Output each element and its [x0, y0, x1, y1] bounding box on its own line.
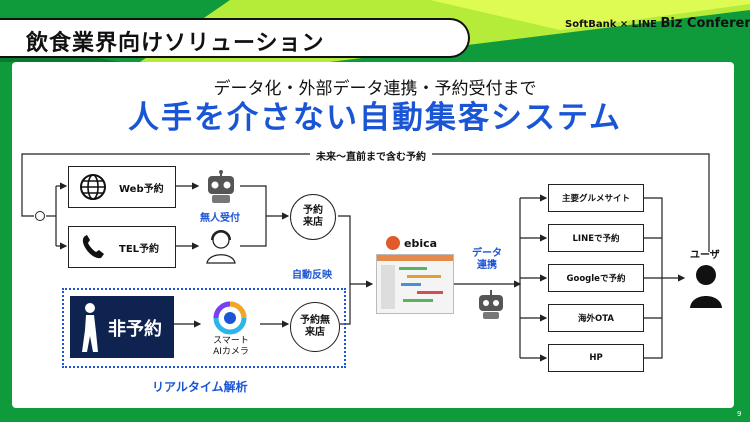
robot-icon: [479, 290, 503, 319]
realtime-analysis-group: [62, 288, 346, 368]
tel-reservation-label: TEL予約: [119, 244, 160, 255]
user-icon: [690, 265, 722, 308]
non-reservation-label: 非予約: [108, 319, 162, 340]
ebica-label: ebica: [404, 237, 438, 250]
destination-homepage: HP: [548, 344, 644, 372]
headline: 人手を介さない自動集客システム: [127, 100, 623, 136]
smart-camera-label: スマート AIカメラ: [213, 336, 249, 357]
unmanned-label: 無人受付: [200, 213, 240, 224]
tel-reservation-box: TEL予約: [68, 226, 176, 268]
realtime-analysis-label: リアルタイム解析: [152, 380, 248, 394]
brand-logo: SoftBank × LINE Biz Conference: [565, 16, 750, 31]
globe-icon: [80, 174, 106, 200]
auto-reflect-label: 自動反映: [292, 270, 332, 281]
top-loop-label: 未来〜直前まで含む予約: [310, 148, 432, 163]
ebica-screenshot: [376, 254, 454, 314]
reserved-visit-node: 予約 来店: [290, 194, 336, 240]
destination-google: Googleで予約: [548, 264, 644, 292]
operator-icon: [206, 230, 236, 264]
web-reservation-box: Web予約: [68, 166, 176, 208]
page-number: 9: [737, 410, 742, 418]
junction-circle: [35, 211, 45, 221]
ai-camera-icon: [213, 301, 247, 335]
robot-icon: [208, 170, 234, 203]
destination-overseas-ota: 海外OTA: [548, 304, 644, 332]
page-title: 飲食業界向けソリューション: [26, 31, 325, 56]
title-banner: [0, 18, 470, 58]
user-label: ユーザ: [690, 250, 720, 261]
destination-line: LINEで予約: [548, 224, 644, 252]
ebica-logo-icon: [386, 236, 400, 250]
walking-person-icon: [82, 303, 98, 352]
phone-icon: [82, 235, 104, 259]
non-reservation-box: 非予約: [70, 296, 174, 358]
data-link-label: データ 連携: [472, 248, 502, 271]
non-reserved-visit-node: 予約無 来店: [290, 302, 340, 352]
subtitle: データ化・外部データ連携・予約受付まで: [213, 79, 537, 99]
destination-gourmet-sites: 主要グルメサイト: [548, 184, 644, 212]
web-reservation-label: Web予約: [119, 184, 164, 195]
